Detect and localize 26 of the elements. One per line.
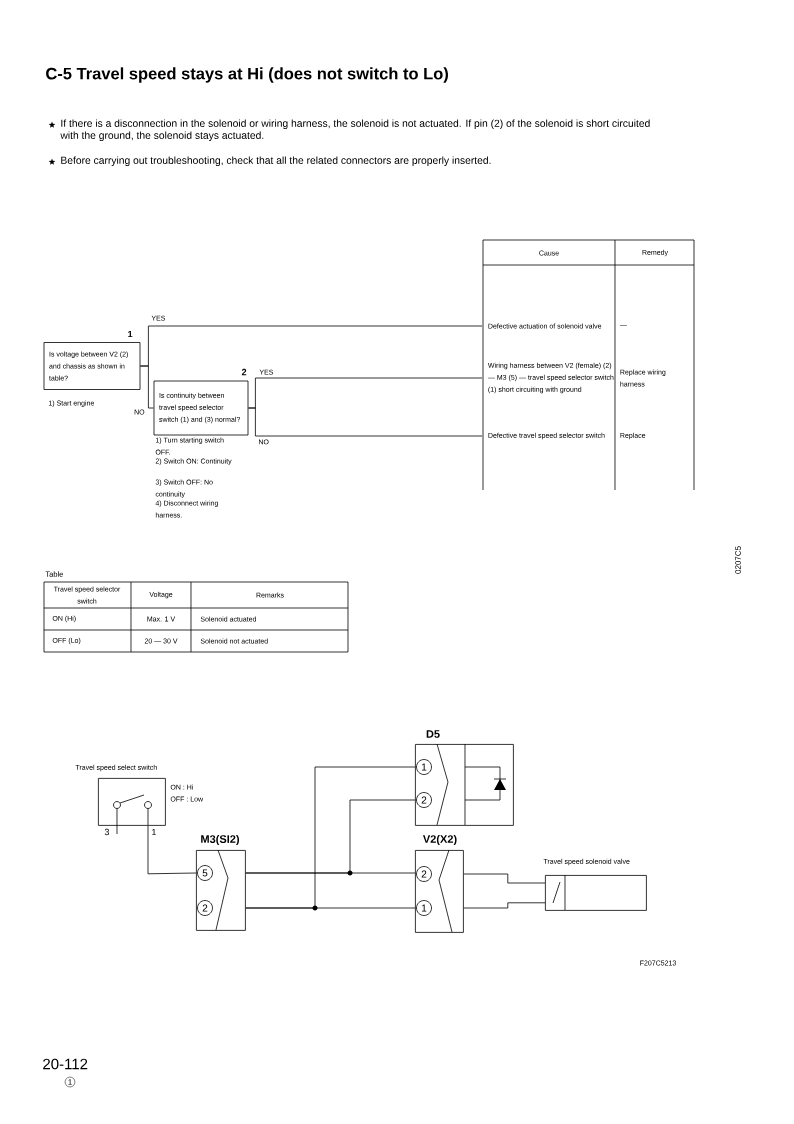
wire <box>463 873 546 884</box>
terminal-number: 3 <box>104 828 109 836</box>
wire <box>248 407 483 437</box>
figure-code: 0207C5 <box>735 546 741 574</box>
wire <box>463 902 546 909</box>
revision-mark: 1 <box>64 1076 76 1088</box>
wire <box>245 799 416 874</box>
pin-number: 2 <box>416 866 432 882</box>
pin-number: 5 <box>197 865 213 881</box>
pin-number: 2 <box>416 792 432 808</box>
pin-number: 2 <box>197 900 213 916</box>
note-text: If there is a disconnection in the solenoid or wiring harness, the solenoid is not actuated. If pin (2) of the solenoid is short circuited with the ground, the solenoid stays actuated. <box>60 119 650 141</box>
connector-label: V2(X2) <box>422 834 457 846</box>
connector-label: M3(SI2) <box>201 834 239 846</box>
step-number: 2 <box>241 368 247 376</box>
pin-number: 1 <box>416 759 432 775</box>
page-title: C-5 Travel speed stays at Hi (does not switch to Lo) <box>46 67 448 83</box>
page-number: 20-112 <box>43 1058 88 1070</box>
wire <box>147 825 197 875</box>
wire <box>245 766 416 909</box>
note-text: Before carrying out troubleshooting, check that all the related connectors are properly inserted. <box>61 156 491 166</box>
wire <box>140 365 154 409</box>
pin-number: 1 <box>416 900 432 916</box>
step-number: 1 <box>128 330 133 338</box>
connector-label: D5 <box>426 730 440 738</box>
terminal-number: 1 <box>152 828 156 836</box>
